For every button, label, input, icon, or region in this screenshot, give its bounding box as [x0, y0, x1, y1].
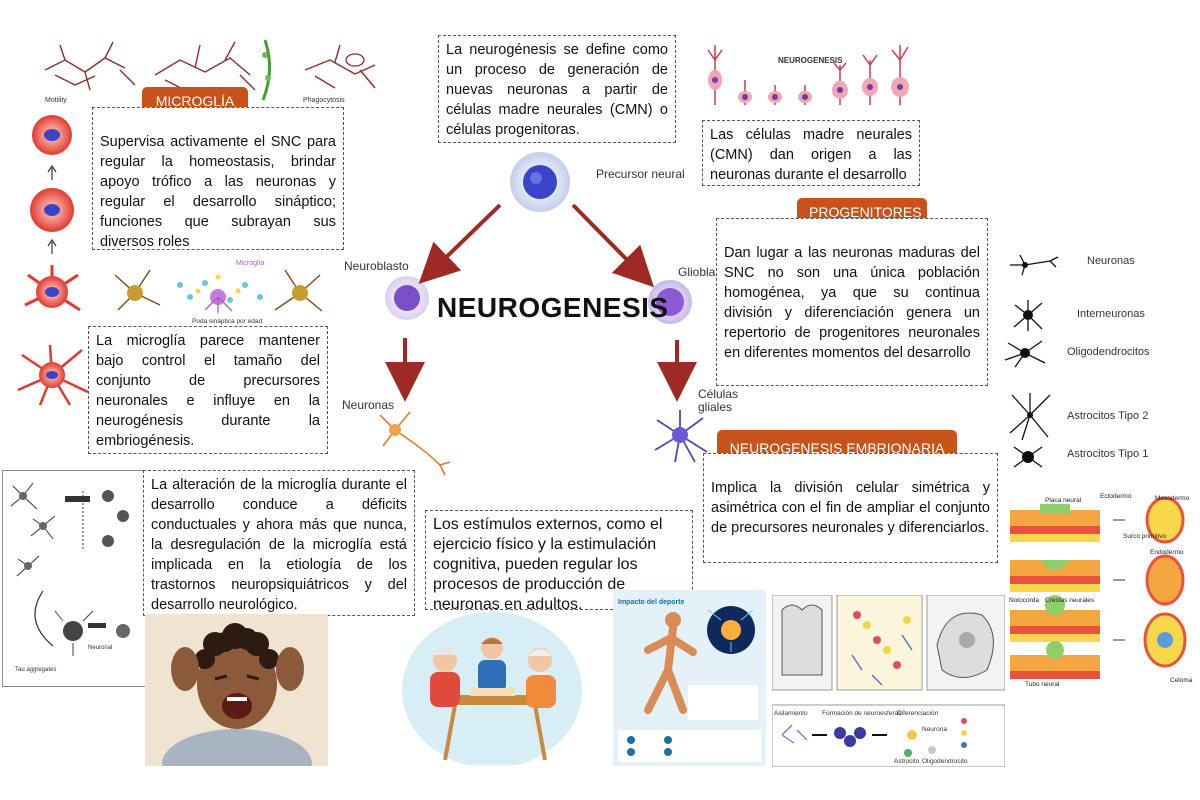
- process-label-neurospheres: Formación de neuroesferas: [822, 710, 902, 717]
- embryo-label-neural-crest: Crestas neurales: [1045, 597, 1095, 604]
- microglia-signaling-diagram: Tau aggregates Neuronal: [2, 470, 147, 687]
- microglia-alteration-note: La alteración de la microglía durante el…: [143, 470, 415, 616]
- neuroblast-label: Neuroblasto: [344, 259, 409, 273]
- page-title: NEUROGENESIS: [437, 292, 669, 323]
- svg-text:Neuronal: Neuronal: [88, 645, 112, 651]
- neurogenesis-strip-title: NEUROGENESIS: [778, 56, 843, 65]
- cell-type-oligodendrocytes-label: Oligodendrocitos: [1067, 346, 1150, 358]
- progenitors-note: Dan lugar a las neuronas maduras del SNC…: [716, 218, 988, 386]
- svg-text:Tau aggregates: Tau aggregates: [15, 667, 56, 673]
- synaptic-pruning-image: Microglía Poda sináptica por edad: [110, 255, 330, 325]
- cmn-note: Las células madre neurales (CMN) dan ori…: [702, 120, 920, 186]
- embryo-label-primitive-streak: Surco primitivo: [1123, 533, 1166, 540]
- cell-type-astrocytes2-label: Astrocitos Tipo 2: [1067, 410, 1149, 422]
- precursor-label: Precursor neural: [596, 167, 685, 181]
- embryo-label-coelom: Celoma: [1170, 677, 1193, 684]
- embryo-label-mesoderm: Mesodermo: [1155, 495, 1190, 502]
- process-label-differentiation: Diferenciación: [897, 710, 939, 717]
- neurogenesis-stages-image: NEUROGENESIS: [700, 35, 930, 120]
- process-label-isolation: Aislamiento: [774, 710, 808, 717]
- brain-neurosphere-figure: Aislamiento Formación de neuroesferas Di…: [772, 595, 1005, 767]
- embryo-development-diagram: Placa neural Ectodermo Mesodermo Surco p…: [1005, 490, 1200, 690]
- microglia-morphology-image: Motility Phagocytosis: [35, 30, 385, 105]
- embryo-label-neural-plate: Placa neural: [1045, 497, 1082, 504]
- sport-impact-infographic: Impacto del deporte: [613, 590, 766, 766]
- embryo-label-endoderm: Endodermo: [1150, 549, 1184, 556]
- definition-note: La neurogénesis se define como un proces…: [438, 35, 676, 143]
- stimuli-note: Los estímulos externos, como el ejercici…: [425, 510, 693, 613]
- child-screaming-photo: [145, 614, 328, 766]
- embryo-label-notochord: Notocorda: [1009, 597, 1039, 604]
- embryo-label-neural-tube: Tubo neural: [1025, 681, 1060, 688]
- process-label-oligodendrocyte: Oligodendrocito: [922, 758, 968, 765]
- embryo-label-ectoderm: Ectodermo: [1100, 493, 1132, 500]
- cell-type-neurons-label: Neuronas: [1087, 255, 1135, 267]
- glial-cells-label: Células gliales: [698, 387, 739, 414]
- neurons-label: Neuronas: [342, 398, 395, 412]
- process-label-astrocyte: Astrocito: [894, 758, 920, 765]
- seniors-game-illustration: [400, 600, 585, 765]
- cell-types-icons: [1000, 245, 1070, 475]
- svg-text:Phagocytosis: Phagocytosis: [303, 97, 345, 104]
- cell-type-interneurons-label: Interneuronas: [1077, 308, 1145, 320]
- cell-type-astrocytes1-label: Astrocitos Tipo 1: [1067, 448, 1149, 460]
- microglia-panel-label: Microglía: [236, 260, 265, 267]
- neurogenesis-cycle-diagram: [335, 150, 735, 480]
- svg-text:Motility: Motility: [45, 97, 67, 104]
- sport-impact-title: Impacto del deporte: [618, 599, 685, 606]
- process-label-neuron: Neurona: [922, 726, 947, 733]
- embryonic-note: Implica la división celular simétrica y …: [703, 453, 998, 563]
- microglia-role-note: Supervisa activamente el SNC para regula…: [92, 107, 344, 250]
- microglia-size-note: La microglía parece mantener bajo contro…: [88, 326, 328, 454]
- microglia-activation-cells: [10, 110, 95, 410]
- synaptic-pruning-label: Poda sináptica por edad: [192, 318, 262, 325]
